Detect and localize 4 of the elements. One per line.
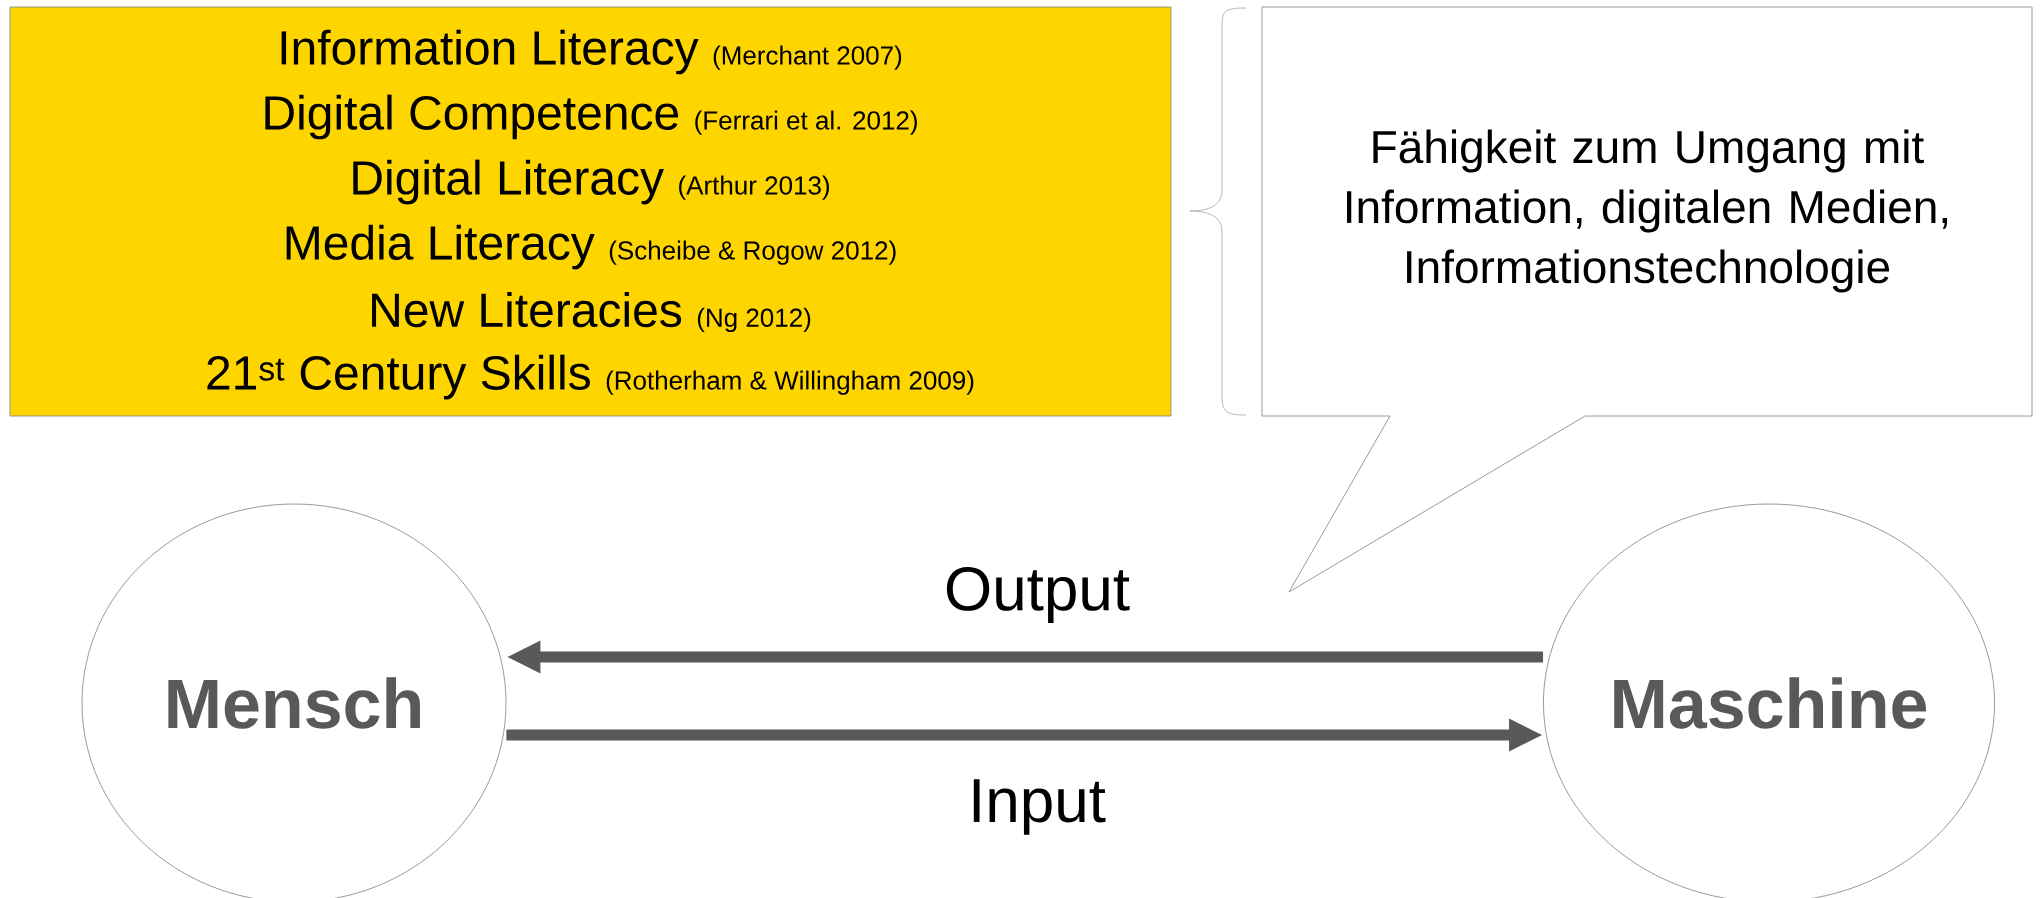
edge-label: Output <box>946 566 1130 624</box>
speech-bubble: Fähigkeit zum Umgang mit Information, digitalen Medien, Informationstechnologie <box>1261 6 2033 593</box>
edge-label: Input <box>973 779 1106 835</box>
text-panel: Information Literacy (Merchant 2007) Digital Competence (Ferrari et al. 2012) Digital Literacy (Arthur 2013) Media Literacy (Scheibe & Rogow 2012) New Literacies (Ng 2012) 21$^{st}$ Century Skills (Rotherham & Willingham 2009) <box>9 6 1172 417</box>
